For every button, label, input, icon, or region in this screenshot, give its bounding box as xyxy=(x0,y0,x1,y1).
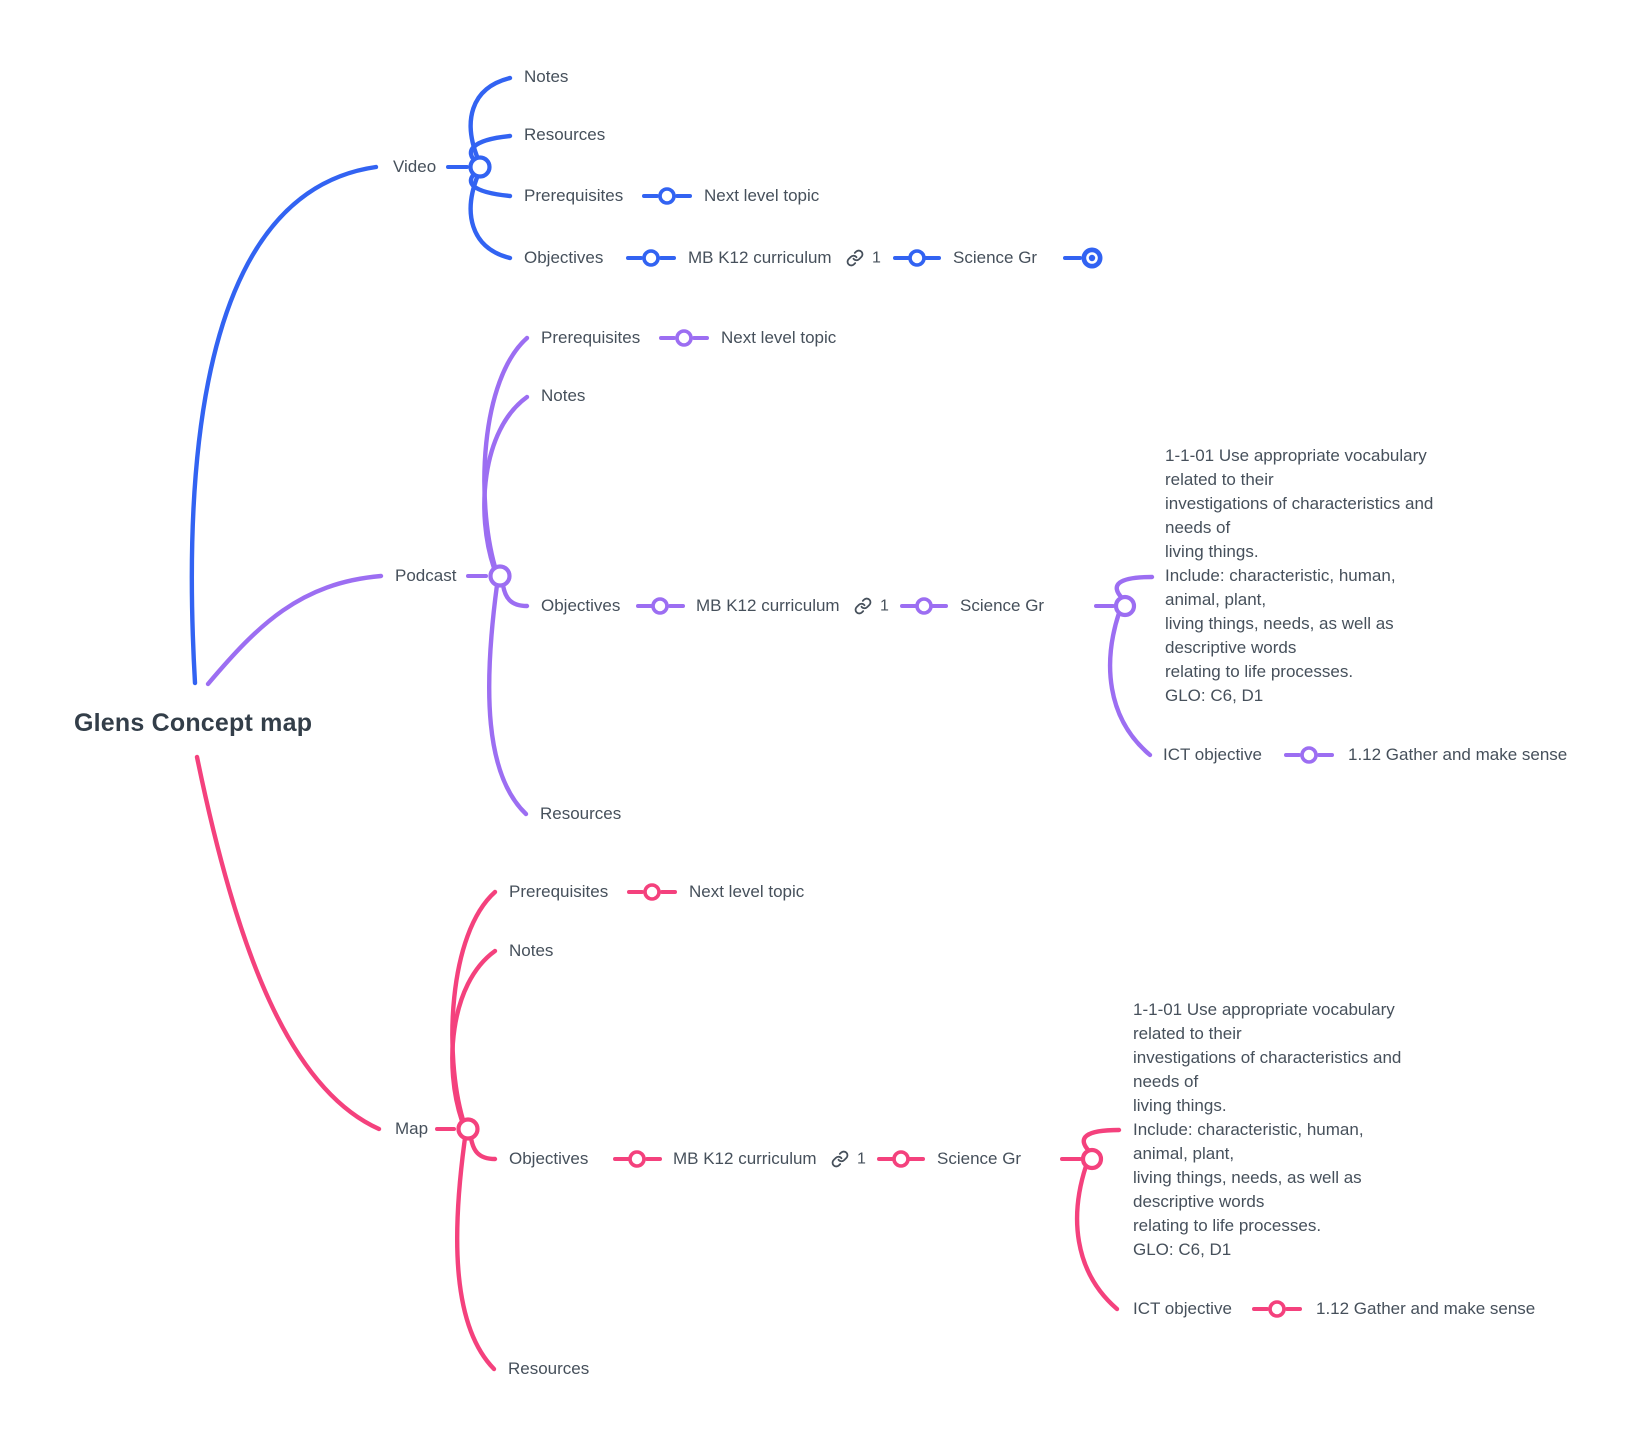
curve-map-to-notes xyxy=(450,948,498,1124)
podcast-objective-text-node[interactable]: 1-1-01 Use appropriate vocabulary relate… xyxy=(1165,446,1434,705)
curve-video-to-objectives xyxy=(468,172,513,261)
map-notes-node[interactable]: Notes xyxy=(509,940,554,960)
video-obj-node-toggle[interactable] xyxy=(642,249,660,267)
podcast-objectives-node[interactable]: Objectives xyxy=(541,595,621,615)
map-node-label[interactable]: Map xyxy=(395,1118,429,1138)
video-link-count: 1 xyxy=(872,249,881,267)
map-science-node-toggle[interactable] xyxy=(1080,1147,1104,1171)
map-ict-value-node[interactable]: 1.12 Gather and make sense xyxy=(1316,1298,1536,1318)
map-obj-node-toggle[interactable] xyxy=(628,1150,646,1168)
podcast-ict-node-toggle[interactable] xyxy=(1300,746,1318,764)
map-curriculum-node[interactable]: MB K12 curriculum xyxy=(673,1148,817,1168)
podcast-science-node-toggle[interactable] xyxy=(1113,594,1137,618)
map-prerequisites-node[interactable]: Prerequisites xyxy=(509,881,609,901)
map-next-level-topic-node[interactable]: Next level topic xyxy=(689,881,805,901)
podcast-next-level-topic-node[interactable]: Next level topic xyxy=(721,327,837,347)
video-branch-links xyxy=(189,75,1103,686)
podcast-science-node[interactable]: Science Gr xyxy=(960,595,1045,615)
video-science-collapsed-toggle[interactable] xyxy=(1081,247,1103,269)
map-curriculum-node-toggle[interactable] xyxy=(892,1150,910,1168)
podcast-notes-node[interactable]: Notes xyxy=(541,385,586,405)
curve-root-to-podcast xyxy=(205,573,384,687)
podcast-ict-objective-node[interactable]: ICT objective xyxy=(1163,744,1262,764)
podcast-prerequisites-node[interactable]: Prerequisites xyxy=(541,327,641,347)
map-branch-links xyxy=(194,754,1302,1372)
podcast-obj-node-toggle[interactable] xyxy=(651,597,669,615)
curve-root-to-video xyxy=(189,164,379,686)
podcast-branch-links xyxy=(205,329,1334,817)
video-next-level-topic-node[interactable]: Next level topic xyxy=(704,185,820,205)
map-objective-text-node[interactable]: 1-1-01 Use appropriate vocabulary relate… xyxy=(1133,1000,1402,1259)
video-prereq-node-toggle[interactable] xyxy=(658,187,676,205)
video-resources-node[interactable]: Resources xyxy=(524,124,606,144)
podcast-link-count: 1 xyxy=(880,597,889,615)
video-curriculum-node[interactable]: MB K12 curriculum xyxy=(688,247,832,267)
map-link-count: 1 xyxy=(857,1150,866,1168)
curve-map-to-resources xyxy=(455,1135,497,1372)
video-notes-node[interactable]: Notes xyxy=(524,66,569,86)
video-objectives-node[interactable]: Objectives xyxy=(524,247,604,267)
link-icon[interactable] xyxy=(831,1150,849,1168)
video-node-toggle[interactable] xyxy=(468,155,492,179)
video-curriculum-node-toggle[interactable] xyxy=(908,249,926,267)
curve-podcast-to-notes xyxy=(482,394,530,571)
curve-science-to-text-podcast xyxy=(1114,574,1155,601)
curve-science-to-ict-podcast xyxy=(1108,610,1153,758)
video-node-label[interactable]: Video xyxy=(393,156,437,176)
link-icon[interactable] xyxy=(846,249,864,267)
podcast-node-toggle[interactable] xyxy=(488,564,512,588)
podcast-curriculum-node[interactable]: MB K12 curriculum xyxy=(696,595,840,615)
map-science-node[interactable]: Science Gr xyxy=(937,1148,1022,1168)
map-objectives-node[interactable]: Objectives xyxy=(509,1148,589,1168)
map-ict-objective-node[interactable]: ICT objective xyxy=(1133,1298,1232,1318)
root-node[interactable]: Glens Concept map xyxy=(74,709,313,737)
podcast-resources-node[interactable]: Resources xyxy=(540,803,622,823)
curve-podcast-to-objectives xyxy=(500,582,530,609)
map-ict-node-toggle[interactable] xyxy=(1268,1300,1286,1318)
curve-science-to-ict-map xyxy=(1075,1163,1120,1312)
map-prereq-node-toggle[interactable] xyxy=(643,883,661,901)
podcast-curriculum-node-toggle[interactable] xyxy=(915,597,933,615)
podcast-prereq-node-toggle[interactable] xyxy=(675,329,693,347)
video-science-node[interactable]: Science Gr xyxy=(953,247,1038,267)
curve-root-to-map xyxy=(194,754,382,1132)
video-prerequisites-node[interactable]: Prerequisites xyxy=(524,185,624,205)
curve-science-to-text-map xyxy=(1081,1127,1122,1154)
curve-podcast-to-resources xyxy=(487,582,529,817)
podcast-ict-value-node[interactable]: 1.12 Gather and make sense xyxy=(1348,744,1568,764)
podcast-node-label[interactable]: Podcast xyxy=(395,565,457,585)
map-node-toggle[interactable] xyxy=(456,1117,480,1141)
map-resources-node[interactable]: Resources xyxy=(508,1358,590,1378)
curve-map-to-objectives xyxy=(468,1135,498,1162)
link-icon[interactable] xyxy=(854,597,872,615)
